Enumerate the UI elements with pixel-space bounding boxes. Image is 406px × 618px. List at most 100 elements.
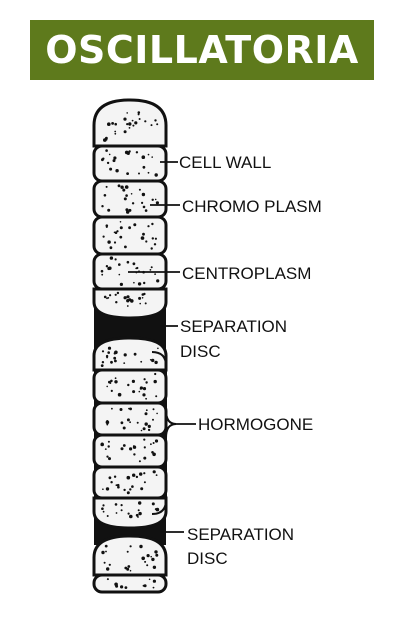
cell-granule: [145, 397, 148, 400]
cell-granule: [114, 377, 117, 380]
cell-granule: [143, 456, 147, 460]
cell-granule: [126, 123, 129, 126]
cell-granule: [109, 382, 112, 384]
cell-granule: [110, 360, 113, 364]
cell-granule: [133, 352, 137, 356]
cell-granule: [141, 556, 145, 561]
cell-granule: [113, 356, 117, 360]
cell-granule: [152, 418, 154, 421]
cell-granule: [126, 112, 128, 114]
cell-granule: [143, 292, 146, 296]
cell-granule: [127, 512, 130, 515]
cell-granule: [110, 481, 113, 484]
cell-granule: [153, 379, 157, 384]
cell-granule: [103, 561, 106, 564]
cell-granule: [152, 452, 156, 457]
cell-granule: [146, 554, 150, 558]
cell-granule: [151, 198, 154, 201]
cell-granule: [124, 245, 127, 249]
cell-granule: [120, 421, 124, 425]
cell-granule: [101, 550, 105, 555]
cell-granule: [106, 385, 108, 388]
cell-granule: [141, 201, 144, 204]
cell-granule: [105, 265, 109, 268]
cell-granule: [154, 198, 157, 201]
cell-granule: [154, 119, 157, 122]
cell-granule: [154, 360, 158, 365]
cell-granule: [126, 305, 129, 307]
cell-granule: [151, 237, 154, 240]
cell-granule: [132, 124, 135, 127]
cell-granule: [151, 156, 153, 158]
cell-granule: [101, 361, 105, 364]
cell-granule: [115, 584, 119, 588]
cell-granule: [147, 153, 150, 156]
cell-granule: [133, 281, 135, 284]
cell-granule: [114, 350, 118, 355]
cell-granule: [138, 188, 141, 191]
cell-granule: [107, 240, 111, 244]
label-chromoplasm: CHROMO PLASM: [182, 197, 322, 216]
cell-granule: [106, 161, 110, 165]
cell-granule: [128, 407, 130, 410]
cell-granule: [119, 282, 123, 286]
cell-granule: [152, 470, 156, 474]
cell-granule: [132, 262, 136, 266]
cell-granule: [109, 167, 113, 171]
cell-granule: [143, 281, 146, 285]
cell-granule: [108, 266, 112, 270]
cell-granule: [105, 149, 108, 152]
filament-cell: [92, 573, 168, 594]
cell-granule: [139, 388, 142, 390]
label-cell-wall: CELL WALL: [179, 153, 271, 172]
cell-granule: [100, 442, 104, 447]
cell-granule: [101, 350, 105, 353]
cell-granule: [128, 127, 131, 129]
cell-granule: [144, 422, 148, 426]
cell-granule: [144, 302, 147, 305]
cell-granule: [120, 447, 124, 451]
cell-granule: [107, 351, 110, 354]
cell-granule: [155, 395, 158, 398]
cell-granule: [125, 194, 128, 197]
cell-granule: [110, 389, 113, 392]
cell-granule: [143, 378, 146, 381]
label-separation-disc-bottom-line1: SEPARATION: [187, 525, 294, 544]
cell-granule: [120, 585, 124, 589]
cell-granule: [101, 158, 104, 162]
cell-granule: [152, 408, 155, 411]
filament-cell: [92, 433, 168, 469]
title-banner: OSCILLATORIA: [30, 20, 374, 80]
cell-granule: [143, 438, 146, 441]
cell-granule: [135, 151, 139, 154]
cell-granule: [143, 481, 146, 484]
cell-granule: [108, 153, 111, 156]
cell-granule: [125, 208, 129, 212]
cell-granule: [137, 113, 140, 116]
cell-granule: [142, 584, 145, 587]
cell-granule: [136, 421, 139, 424]
cell-granule: [116, 483, 120, 487]
cell-granule: [107, 297, 110, 299]
cell-granule: [138, 296, 142, 300]
label-separation-disc-top-line1: SEPARATION: [180, 317, 287, 336]
cell-granule: [137, 111, 141, 114]
cell-granule: [154, 439, 159, 443]
cell-granule: [152, 579, 156, 583]
cell-granule: [115, 169, 119, 173]
cell-granule: [114, 359, 117, 363]
cell-granule: [118, 273, 121, 276]
cell-granule: [133, 223, 137, 227]
cell-granule: [113, 475, 117, 478]
cell-granule: [153, 243, 157, 246]
cell-granule: [106, 578, 109, 581]
cell-granule: [113, 231, 116, 234]
end-cell-dome-top: [92, 534, 168, 577]
cell-granule: [114, 122, 117, 126]
cell-granule: [150, 555, 152, 558]
cell-granule: [128, 476, 131, 479]
cell-granule: [143, 446, 146, 449]
cell-granule: [138, 501, 142, 505]
cell-granule: [106, 567, 110, 571]
label-hormogone: HORMOGONE: [198, 415, 313, 434]
